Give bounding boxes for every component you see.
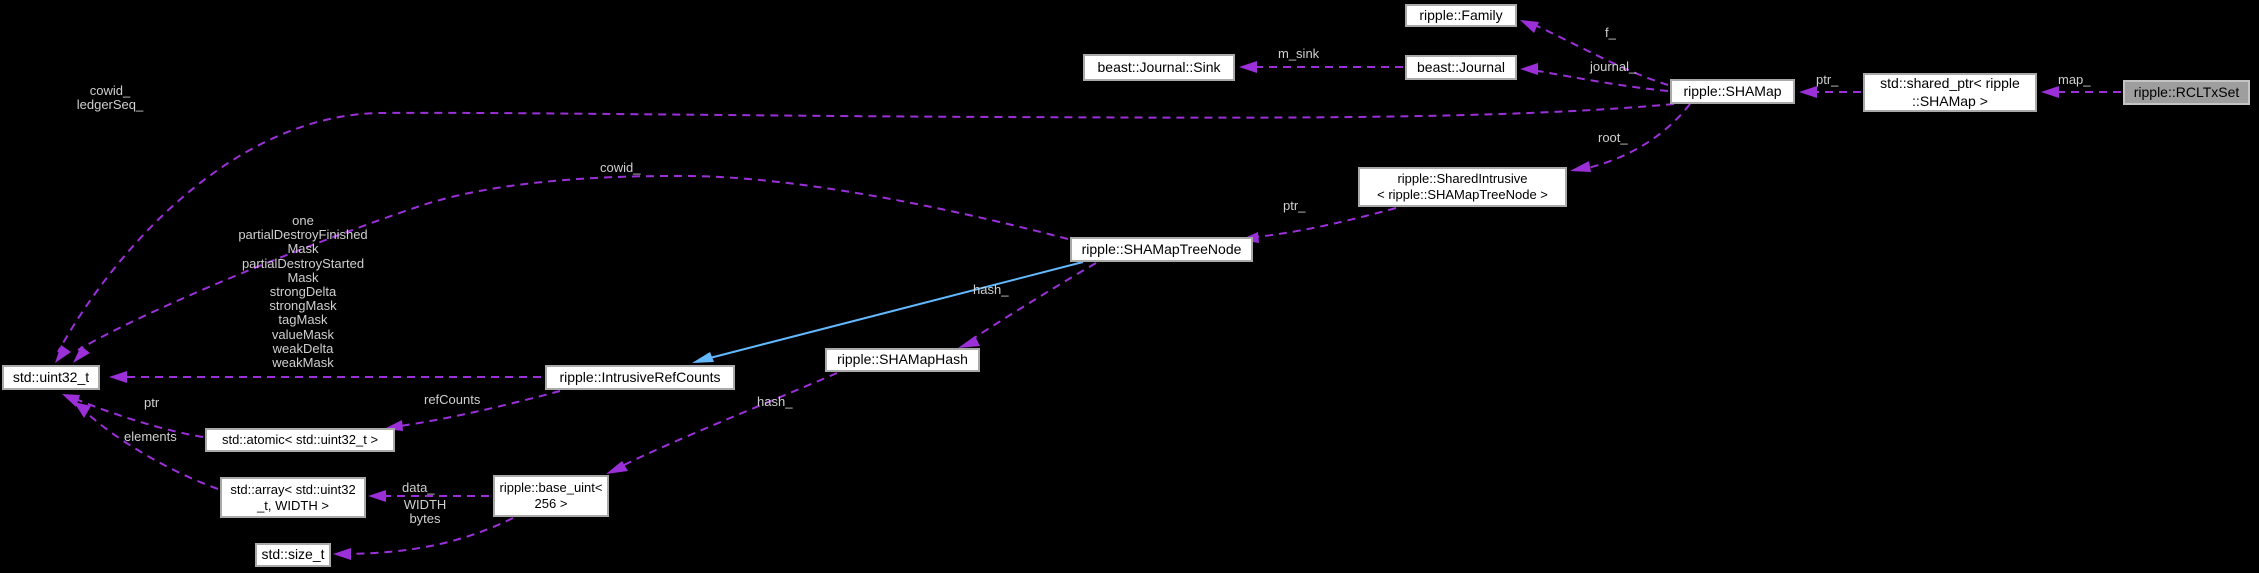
edge-f <box>1536 25 1669 86</box>
edge-label-refcounts: refCounts <box>424 392 481 407</box>
node-ripple-rcltxset-focus: ripple::RCLTxSet <box>2123 80 2250 105</box>
edge-label-m-sink: m_sink <box>1278 46 1320 61</box>
edge-label-hash-baseuint: hash_ <box>757 394 793 409</box>
arrowhead-elements <box>74 402 91 418</box>
edge-label-refcount-masks: one partialDestroyFinished Mask partialD… <box>238 213 368 371</box>
arrowhead-root <box>1570 161 1591 172</box>
arrowhead-ptr-shared <box>1799 86 1817 98</box>
node-ripple-shamaphash[interactable]: ripple::SHAMapHash <box>825 348 980 372</box>
arrowhead-cowid <box>73 346 90 363</box>
edge-label-hash-treenode: hash_ <box>973 282 1009 297</box>
edge-label-ptr: ptr <box>144 395 160 410</box>
edge-label-cowid-ledgerseq: cowid_ ledgerSeq_ <box>76 83 144 113</box>
arrowhead-masks <box>109 371 127 383</box>
edge-label-elements: elements <box>124 429 177 444</box>
edge-root <box>1587 103 1691 169</box>
arrowhead-m-sink <box>1239 61 1257 73</box>
arrowhead-hash-baseuint <box>606 461 628 474</box>
edge-label-cowid: cowid_ <box>600 160 641 175</box>
arrowhead-hash-treenode <box>958 336 980 348</box>
node-beast-journal-sink[interactable]: beast::Journal::Sink <box>1083 54 1235 81</box>
arrowhead-journal <box>1520 63 1538 75</box>
node-beast-journal[interactable]: beast::Journal <box>1405 55 1517 80</box>
edge-label-f: f_ <box>1605 25 1616 40</box>
node-ripple-shamaptreenode[interactable]: ripple::SHAMapTreeNode <box>1070 237 1253 262</box>
arrowhead-inheritance <box>692 352 714 363</box>
edge-journal <box>1537 70 1669 92</box>
edge-label-map: map_ <box>2058 72 2091 87</box>
edge-hash-baseuint <box>621 372 838 467</box>
node-std-uint32-t[interactable]: std::uint32_t <box>2 365 100 390</box>
node-ripple-base-uint-256[interactable]: ripple::base_uint< 256 > <box>493 475 609 517</box>
node-ripple-sharedintrusive[interactable]: ripple::SharedIntrusive < ripple::SHAMap… <box>1358 167 1567 207</box>
edge-ptr-intrusive <box>1255 207 1397 238</box>
edge-cowid-ledgerseq <box>57 103 1675 353</box>
node-std-array-uint32-width[interactable]: std::array< std::uint32 _t, WIDTH > <box>220 477 366 518</box>
edge-label-root: root_ <box>1598 130 1628 145</box>
edge-elements <box>87 413 219 490</box>
arrowhead-data <box>368 490 386 502</box>
node-ripple-shamap[interactable]: ripple::SHAMap <box>1670 79 1795 104</box>
node-ripple-intrusiverefcounts[interactable]: ripple::IntrusiveRefCounts <box>545 365 735 390</box>
node-std-shared-ptr-shamap[interactable]: std::shared_ptr< ripple ::SHAMap > <box>1863 73 2037 112</box>
edge-width-bytes <box>346 517 514 555</box>
edge-label-data: data_ <box>402 480 435 495</box>
edge-label-ptr-intrusive: ptr_ <box>1283 198 1306 213</box>
arrowhead-map <box>2041 86 2059 98</box>
node-std-atomic-uint32[interactable]: std::atomic< std::uint32_t > <box>205 428 395 452</box>
edge-cowid <box>77 174 1069 351</box>
arrowhead-width-bytes <box>333 548 351 560</box>
edge-label-ptr-shared: ptr_ <box>1816 72 1839 87</box>
node-std-size-t[interactable]: std::size_t <box>255 543 331 567</box>
edge-ptr <box>77 399 204 438</box>
arrowhead-cowid-ledgerseq <box>55 345 71 363</box>
edge-inheritance <box>705 261 1084 360</box>
arrowhead-f <box>1520 20 1539 33</box>
edge-refcounts <box>399 390 561 427</box>
edge-label-journal: journal_ <box>1590 59 1637 74</box>
edge-hash-treenode <box>973 262 1097 339</box>
edge-label-width-bytes: WIDTH bytes <box>403 497 447 527</box>
node-ripple-family[interactable]: ripple::Family <box>1405 4 1517 27</box>
